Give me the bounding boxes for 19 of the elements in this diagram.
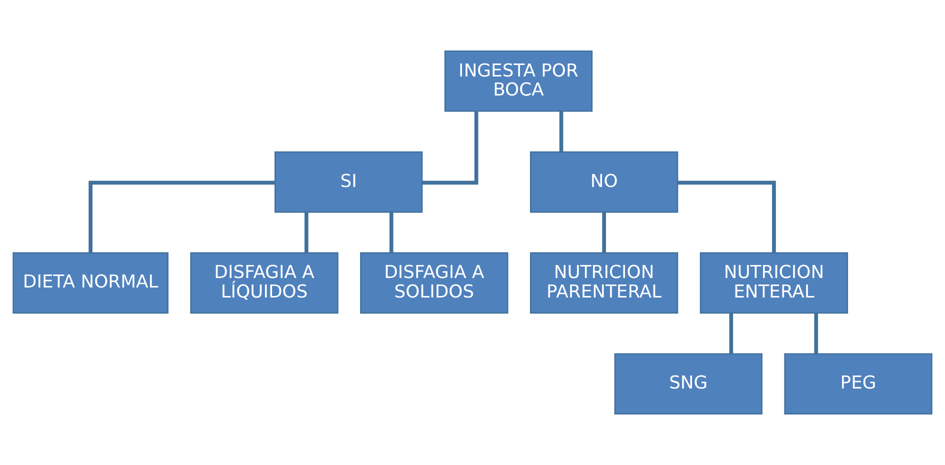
connector xyxy=(389,212,394,253)
node-box: DIETA NORMAL xyxy=(12,252,168,314)
node-box: PEG xyxy=(784,353,932,415)
node-box: NUTRICION ENTERAL xyxy=(700,252,848,314)
node-box: DISFAGIA A SOLIDOS xyxy=(360,252,508,314)
connector xyxy=(678,180,776,253)
node-box: NUTRICION PARENTERAL xyxy=(530,252,678,314)
node-box: SNG xyxy=(614,353,762,415)
node-box: DISFAGIA A LÍQUIDOS xyxy=(190,252,338,314)
connector xyxy=(814,313,818,354)
connector xyxy=(559,111,564,152)
node-box: INGESTA POR BOCA xyxy=(444,50,593,112)
node-box: SI xyxy=(274,151,423,213)
connector xyxy=(422,112,478,185)
connector xyxy=(88,180,275,253)
connector xyxy=(304,212,308,253)
connector xyxy=(602,212,606,253)
node-box: NO xyxy=(530,151,678,213)
connector xyxy=(729,313,734,354)
